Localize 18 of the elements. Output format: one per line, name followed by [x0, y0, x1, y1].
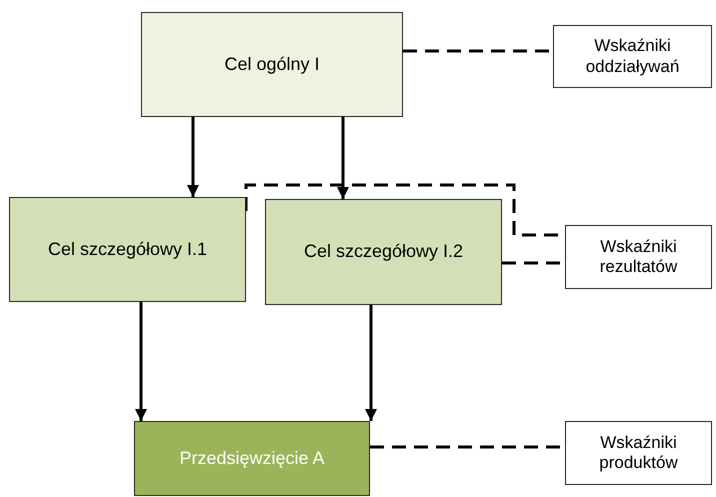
process-box	[134, 421, 370, 496]
arrow	[135, 302, 147, 421]
arrow	[337, 117, 349, 199]
indicator-box	[553, 25, 712, 88]
box-label: Wskaźniki rezultatów	[598, 236, 678, 278]
process-box	[9, 197, 246, 302]
box-label: Wskaźniki produktów	[598, 432, 679, 474]
box-label: Wskaźniki oddziaływań	[584, 36, 680, 77]
indicator-box	[565, 225, 712, 289]
arrow	[365, 305, 377, 421]
process-box	[141, 12, 403, 117]
indicator-box	[565, 421, 712, 485]
box-label: Cel ogólny I	[224, 54, 320, 76]
box-label: Cel szczegółowy I.1	[48, 238, 208, 260]
process-box	[265, 199, 502, 305]
arrow	[187, 117, 199, 197]
box-label: Cel szczegółowy I.2	[304, 241, 464, 263]
box-label: Przedsięwzięcie A	[179, 448, 325, 470]
